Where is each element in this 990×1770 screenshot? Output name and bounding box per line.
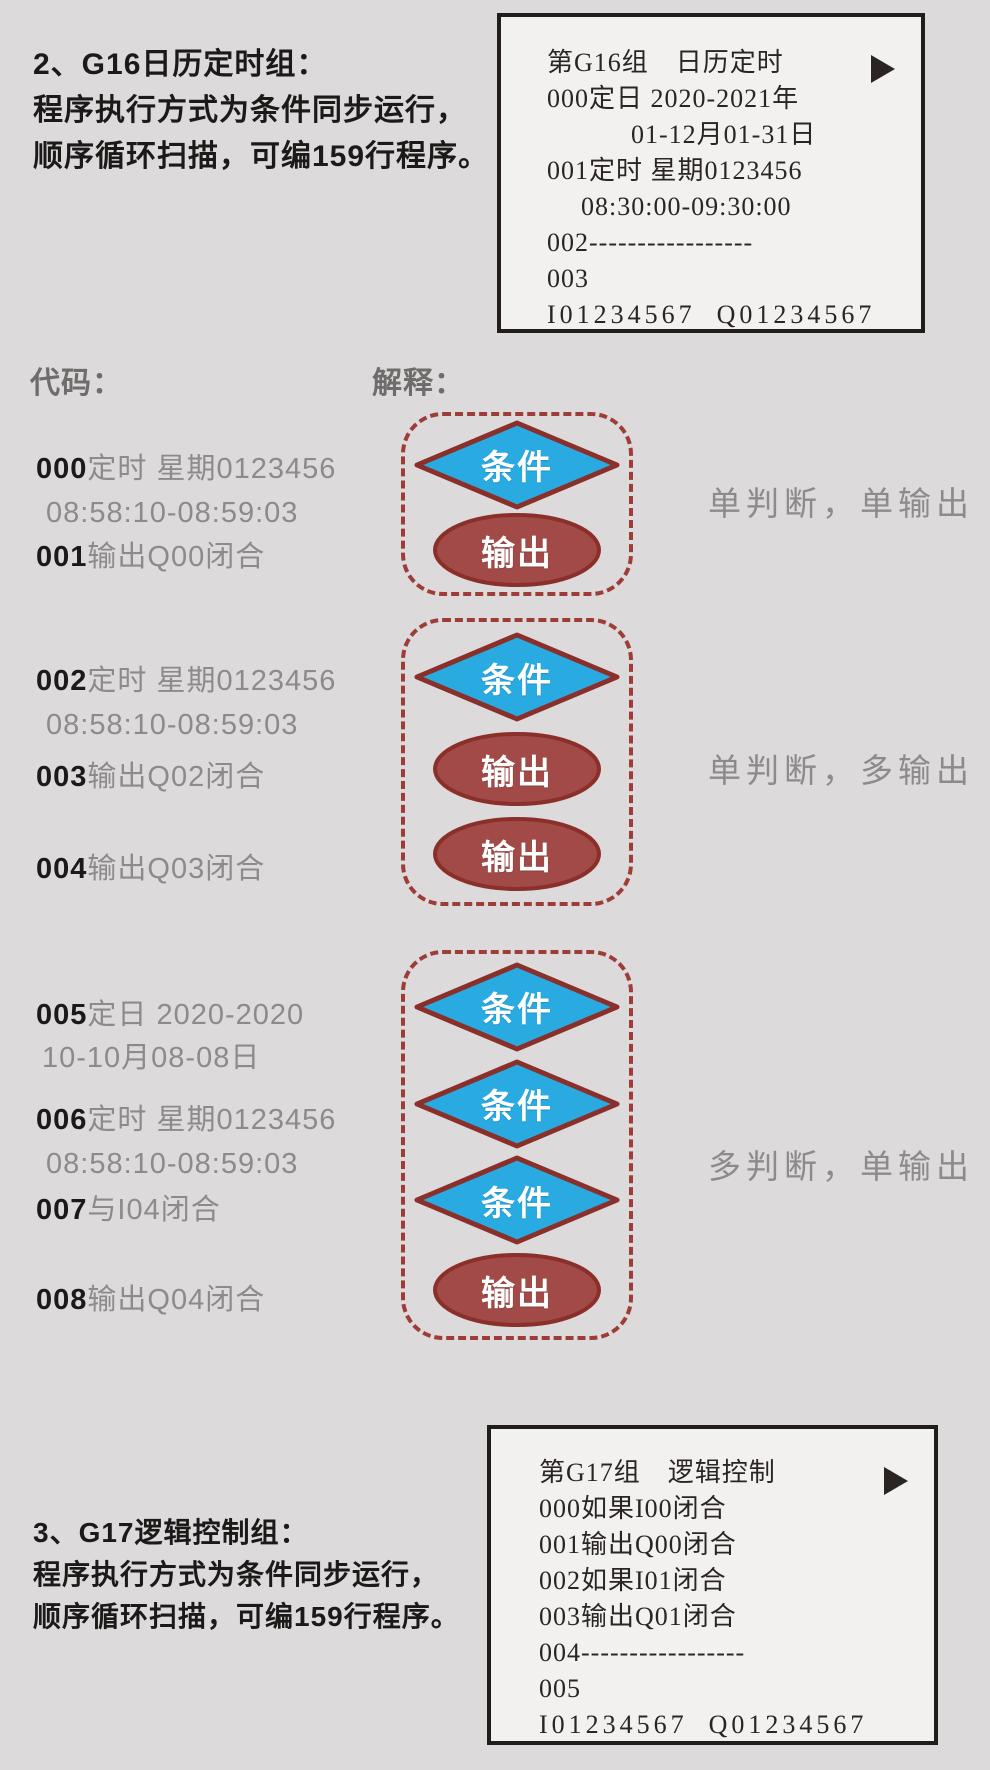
- flow-caption-multi-single: 多判断，单输出: [708, 1148, 974, 1185]
- condition-diamond: 条件: [413, 1154, 621, 1246]
- ellipse-icon: [433, 732, 601, 806]
- code-line-text: 输出Q04闭合: [87, 1284, 266, 1316]
- lcd-g17-line: 005: [539, 1674, 581, 1703]
- code-line: 001输出Q00闭合: [36, 540, 265, 574]
- section-g17-heading: 3、G17逻辑控制组：: [33, 1517, 309, 1548]
- condition-diamond: 条件: [413, 1058, 621, 1150]
- section-g16-intro: 2、G16日历定时组： 程序执行方式为条件同步运行， 顺序循环扫描，可编159行…: [33, 42, 489, 180]
- code-line-text: 与I04闭合: [87, 1194, 221, 1226]
- lcd-g17-title: 第G17组 逻辑控制: [539, 1458, 776, 1487]
- right-arrow-icon: [871, 55, 895, 83]
- code-line-number: 003: [36, 761, 88, 793]
- code-line-number: 008: [36, 1284, 88, 1316]
- code-line: 007与I04闭合: [36, 1193, 221, 1227]
- condition-label: 条件: [481, 661, 553, 700]
- diamond-icon: [414, 1059, 620, 1149]
- lcd-screen-g17: 第G17组 逻辑控制 000如果I00闭合 001输出Q00闭合 002如果I0…: [487, 1425, 938, 1745]
- condition-label: 条件: [481, 1184, 553, 1223]
- code-line-number: 004: [36, 853, 88, 885]
- code-line-text: 定时 星期0123456: [87, 1104, 337, 1136]
- code-line-number: 000: [36, 453, 88, 485]
- code-column-label: 代码：: [30, 367, 123, 400]
- flow-group-multi-single: 条件 条件 条件 输出: [401, 950, 633, 1340]
- condition-diamond: 条件: [413, 631, 621, 723]
- code-line-text: 定时 星期0123456: [87, 453, 337, 485]
- lcd-g16-line: 000定日 2020-2021年: [547, 84, 800, 113]
- code-line-number: 006: [36, 1104, 88, 1136]
- lcd-g16-title: 第G16组 日历定时: [547, 48, 784, 77]
- output-label: 输出: [481, 534, 553, 573]
- lcd-g16-line: 08:30:00-09:30:00: [581, 192, 792, 221]
- code-line-number: 002: [36, 665, 88, 697]
- lcd-g16-line: 01-12月01-31日: [631, 120, 817, 149]
- lcd-g17-line: 002如果I01闭合: [539, 1566, 727, 1595]
- code-line-number: 007: [36, 1194, 88, 1226]
- ellipse-icon: [433, 817, 601, 891]
- section-g16-body2: 顺序循环扫描，可编159行程序。: [33, 140, 490, 173]
- section-g17-intro: 3、G17逻辑控制组： 程序执行方式为条件同步运行， 顺序循环扫描，可编159行…: [33, 1512, 460, 1638]
- code-line-text: 10-10月08-08日: [42, 1042, 261, 1074]
- lcd-g16-line: 001定时 星期0123456: [547, 156, 803, 185]
- lcd-g16-line: 003: [547, 264, 589, 293]
- right-arrow-icon: [884, 1467, 908, 1495]
- code-line: 10-10月08-08日: [42, 1041, 260, 1075]
- lcd-g17-line: 004-----------------: [539, 1638, 746, 1667]
- code-line-number: 001: [36, 541, 88, 573]
- code-line: 006定时 星期0123456: [36, 1103, 336, 1137]
- condition-diamond: 条件: [413, 419, 621, 511]
- code-line: 08:58:10-08:59:03: [46, 496, 298, 530]
- condition-label: 条件: [481, 449, 553, 488]
- lcd-g16-io-line: I01234567 Q01234567: [547, 300, 876, 329]
- code-line: 002定时 星期0123456: [36, 664, 336, 698]
- code-line: 000定时 星期0123456: [36, 452, 336, 486]
- diamond-icon: [414, 962, 620, 1052]
- code-line: 08:58:10-08:59:03: [46, 1147, 298, 1181]
- lcd-g17-io-line: I01234567 Q01234567: [539, 1710, 868, 1739]
- code-line: 004输出Q03闭合: [36, 852, 265, 886]
- ellipse-icon: [433, 513, 601, 588]
- code-line-text: 输出Q00闭合: [87, 541, 266, 573]
- section-g17-body1: 程序执行方式为条件同步运行，: [33, 1559, 440, 1590]
- flow-caption-single-multi: 单判断，多输出: [708, 752, 974, 789]
- code-line: 003输出Q02闭合: [36, 760, 265, 794]
- diamond-icon: [414, 420, 620, 510]
- output-ellipse: 输出: [431, 815, 603, 893]
- ellipse-icon: [433, 1253, 601, 1328]
- flow-group-single-single: 条件 输出: [401, 412, 633, 596]
- code-line: 08:58:10-08:59:03: [46, 708, 298, 742]
- section-g16-body1: 程序执行方式为条件同步运行，: [33, 94, 467, 127]
- code-line-text: 08:58:10-08:59:03: [46, 1148, 299, 1180]
- code-line-text: 08:58:10-08:59:03: [46, 709, 299, 741]
- code-line-text: 定时 星期0123456: [87, 665, 337, 697]
- output-label: 输出: [481, 753, 553, 792]
- output-ellipse: 输出: [431, 730, 603, 808]
- section-g17-body2: 顺序循环扫描，可编159行程序。: [33, 1601, 460, 1632]
- lcd-g17-line: 001输出Q00闭合: [539, 1530, 737, 1559]
- code-line: 005定日 2020-2020: [36, 998, 304, 1032]
- condition-label: 条件: [481, 991, 553, 1030]
- diamond-icon: [414, 1155, 620, 1245]
- output-ellipse: 输出: [431, 511, 603, 589]
- section-g16-heading: 2、G16日历定时组：: [33, 48, 328, 81]
- lcd-g16-line: 002-----------------: [547, 228, 754, 257]
- flow-caption-single-single: 单判断，单输出: [708, 485, 974, 522]
- code-line-text: 08:58:10-08:59:03: [46, 497, 299, 529]
- output-label: 输出: [481, 838, 553, 877]
- output-ellipse: 输出: [431, 1251, 603, 1329]
- lcd-g17-line: 003输出Q01闭合: [539, 1602, 737, 1631]
- diamond-icon: [414, 632, 620, 722]
- lcd-screen-g16: 第G16组 日历定时 000定日 2020-2021年 01-12月01-31日…: [497, 13, 925, 333]
- output-label: 输出: [481, 1274, 553, 1313]
- code-line-text: 输出Q02闭合: [87, 761, 266, 793]
- code-line-number: 005: [36, 999, 88, 1031]
- code-line-text: 输出Q03闭合: [87, 853, 266, 885]
- condition-diamond: 条件: [413, 961, 621, 1053]
- code-line-text: 定日 2020-2020: [87, 999, 305, 1031]
- condition-label: 条件: [481, 1088, 553, 1127]
- flow-group-single-multi: 条件 输出 输出: [401, 618, 633, 906]
- lcd-g17-line: 000如果I00闭合: [539, 1494, 727, 1523]
- code-line: 008输出Q04闭合: [36, 1283, 265, 1317]
- explain-column-label: 解释：: [372, 367, 465, 400]
